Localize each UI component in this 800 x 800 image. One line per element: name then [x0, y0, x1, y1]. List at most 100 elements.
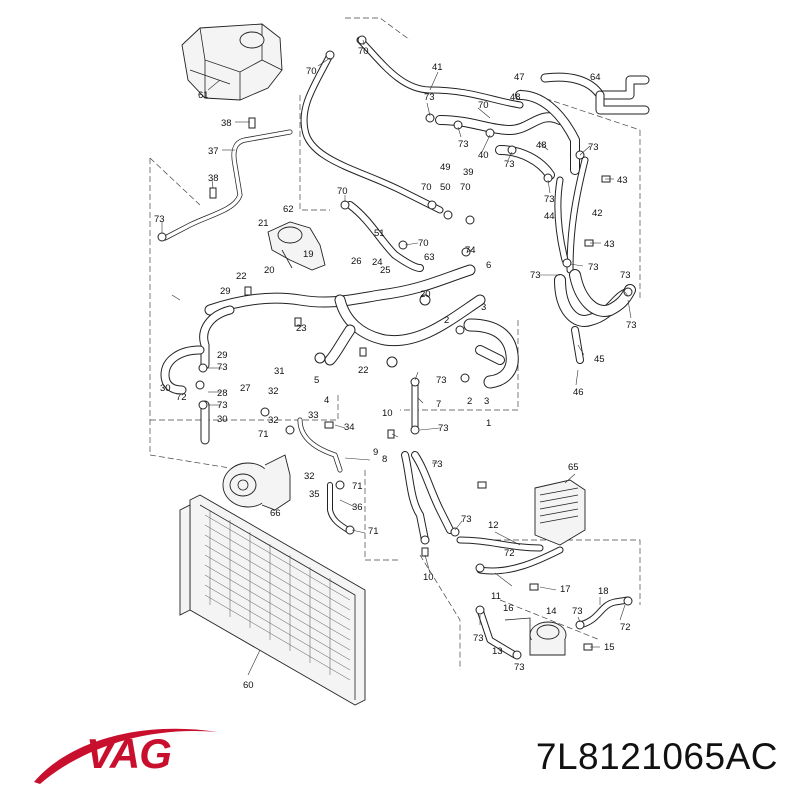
hoses-7-8-10: [401, 381, 454, 544]
callout-29: 29: [217, 350, 228, 361]
callout-73: 73: [514, 662, 525, 673]
callout-10: 10: [382, 408, 393, 419]
callout-20: 20: [264, 265, 275, 276]
callout-37: 37: [208, 146, 219, 157]
callout-66: 66: [270, 508, 281, 519]
callout-63: 63: [424, 252, 435, 263]
callout-38: 38: [208, 173, 219, 184]
callout-71: 71: [368, 526, 379, 537]
callout-41: 41: [432, 62, 443, 73]
callout-71: 71: [258, 429, 269, 440]
callout-30: 30: [160, 383, 171, 394]
callout-61: 61: [198, 90, 209, 101]
callout-73: 73: [461, 514, 472, 525]
callout-18: 18: [598, 586, 609, 597]
oil-cooler: [534, 479, 586, 546]
hose-bundle-45: [554, 269, 636, 364]
callout-3: 3: [481, 302, 486, 313]
callout-64: 64: [590, 72, 601, 83]
hose-37-left: [162, 129, 293, 241]
callout-9: 9: [373, 447, 378, 458]
callout-74: 74: [465, 245, 476, 256]
pipe-64: [540, 72, 650, 115]
callout-2: 2: [444, 315, 449, 326]
callout-73: 73: [458, 139, 469, 150]
callout-11: 11: [491, 591, 501, 602]
hose-42-right: [554, 156, 589, 274]
thermostat-housing: [267, 221, 326, 271]
callout-15: 15: [604, 642, 615, 653]
callout-32: 32: [304, 471, 315, 482]
coolant-pump: [222, 454, 291, 511]
callout-62: 62: [283, 204, 294, 215]
callout-36: 36: [352, 502, 363, 513]
callout-70: 70: [478, 100, 489, 111]
callout-73: 73: [626, 320, 637, 331]
callout-30: 30: [217, 414, 228, 425]
callout-48: 48: [536, 140, 547, 151]
vag-logo-swoosh: [34, 728, 218, 784]
callout-70: 70: [418, 238, 429, 249]
callout-43: 43: [604, 239, 615, 250]
callout-20: 20: [420, 289, 431, 300]
callout-35: 35: [309, 489, 320, 500]
callout-38: 38: [221, 118, 232, 129]
callout-12: 12: [488, 520, 499, 531]
callout-13: 13: [492, 646, 503, 657]
main-center-hoses: [204, 264, 486, 366]
callout-72: 72: [504, 548, 515, 559]
callout-32: 32: [268, 415, 279, 426]
callout-60: 60: [243, 680, 254, 691]
callout-43: 43: [617, 175, 628, 186]
callout-73: 73: [154, 214, 165, 225]
callout-22: 22: [236, 271, 247, 282]
callout-70: 70: [421, 182, 432, 193]
callout-33: 33: [308, 410, 319, 421]
callout-32: 32: [268, 386, 279, 397]
vag-logo-text: VAG: [86, 730, 171, 777]
callout-73: 73: [217, 362, 228, 373]
callout-73: 73: [620, 270, 631, 281]
callout-48: 48: [510, 92, 521, 103]
callout-26: 26: [351, 256, 362, 267]
hose-12: [456, 536, 564, 575]
callout-70: 70: [306, 66, 317, 77]
callout-3: 3: [484, 396, 489, 407]
callout-7: 7: [436, 399, 441, 410]
callout-27: 27: [240, 383, 251, 394]
expansion-tank: [181, 23, 283, 101]
callout-19: 19: [303, 249, 314, 260]
part-number: 7L8121065AC: [535, 736, 778, 777]
callout-labels: 61 70 70 41 47 64 73 70 48 38 37 73 40 4…: [154, 46, 637, 691]
callout-73: 73: [530, 270, 541, 281]
callout-73: 73: [438, 423, 449, 434]
auxiliary-pump: [504, 617, 567, 656]
assembly-boundary-lines: [149, 17, 641, 670]
leader-lines: [161, 39, 632, 676]
hose-clamps: [157, 35, 633, 660]
callout-42: 42: [592, 208, 603, 219]
callout-10: 10: [423, 572, 434, 583]
callout-5: 5: [314, 375, 319, 386]
hose-3: [463, 318, 519, 389]
callout-6: 6: [486, 260, 491, 271]
callout-45: 45: [594, 354, 605, 365]
callout-25: 25: [380, 265, 391, 276]
callout-21: 21: [258, 218, 269, 229]
callout-31: 31: [274, 366, 285, 377]
callout-28: 28: [217, 388, 228, 399]
callout-47: 47: [514, 72, 525, 83]
callout-34: 34: [344, 422, 355, 433]
callout-49: 49: [440, 162, 451, 173]
callout-72: 72: [620, 622, 631, 633]
hose-36: [297, 417, 351, 533]
callout-24: 24: [372, 257, 383, 268]
callout-73: 73: [424, 92, 435, 103]
callout-29: 29: [220, 286, 231, 297]
callout-73: 73: [544, 194, 555, 205]
coolant-system-exploded-diagram: 61 70 70 41 47 64 73 70 48 38 37 73 40 4…: [149, 17, 650, 706]
callout-1: 1: [486, 418, 491, 429]
callout-44: 44: [544, 211, 555, 222]
callout-2: 2: [467, 396, 472, 407]
